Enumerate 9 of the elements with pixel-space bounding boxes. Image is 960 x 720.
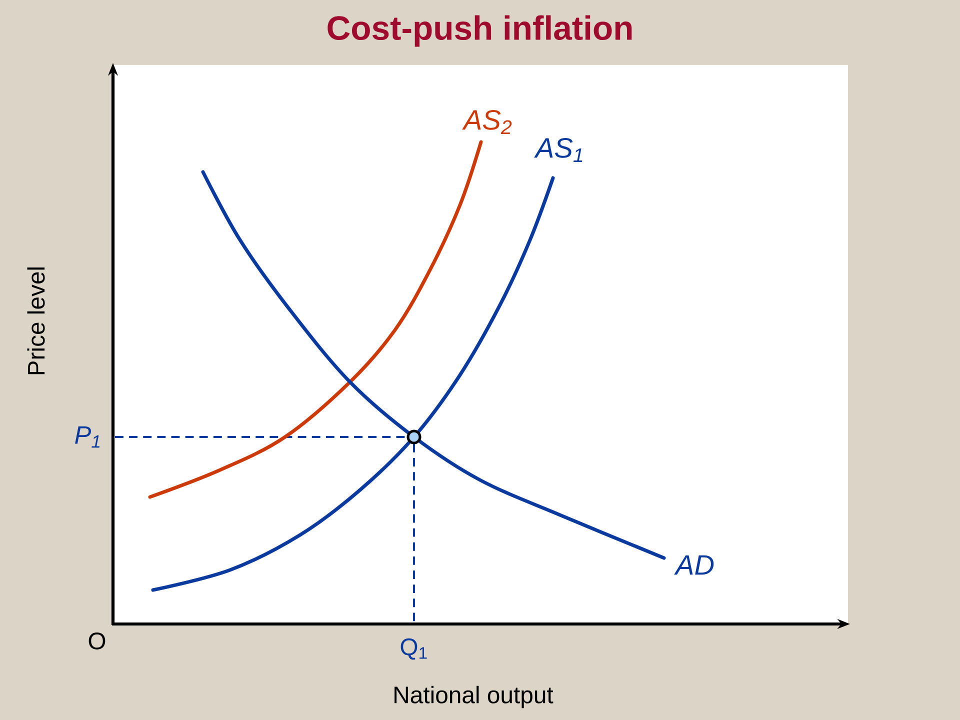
chart-title: Cost-push inflation	[328, 15, 632, 47]
curve-label: AS$_{2}$	[462, 110, 512, 134]
axis-value-label: Q$_{1}$	[400, 638, 427, 660]
axis-label: National output	[394, 686, 554, 708]
origin-label: O	[88, 632, 106, 650]
curve-label: AS$_{1}$	[534, 138, 582, 162]
axis-label: Price level	[27, 268, 45, 374]
curve-label: AD	[674, 555, 714, 575]
axis-value-label: P$_{1}$	[75, 426, 100, 448]
